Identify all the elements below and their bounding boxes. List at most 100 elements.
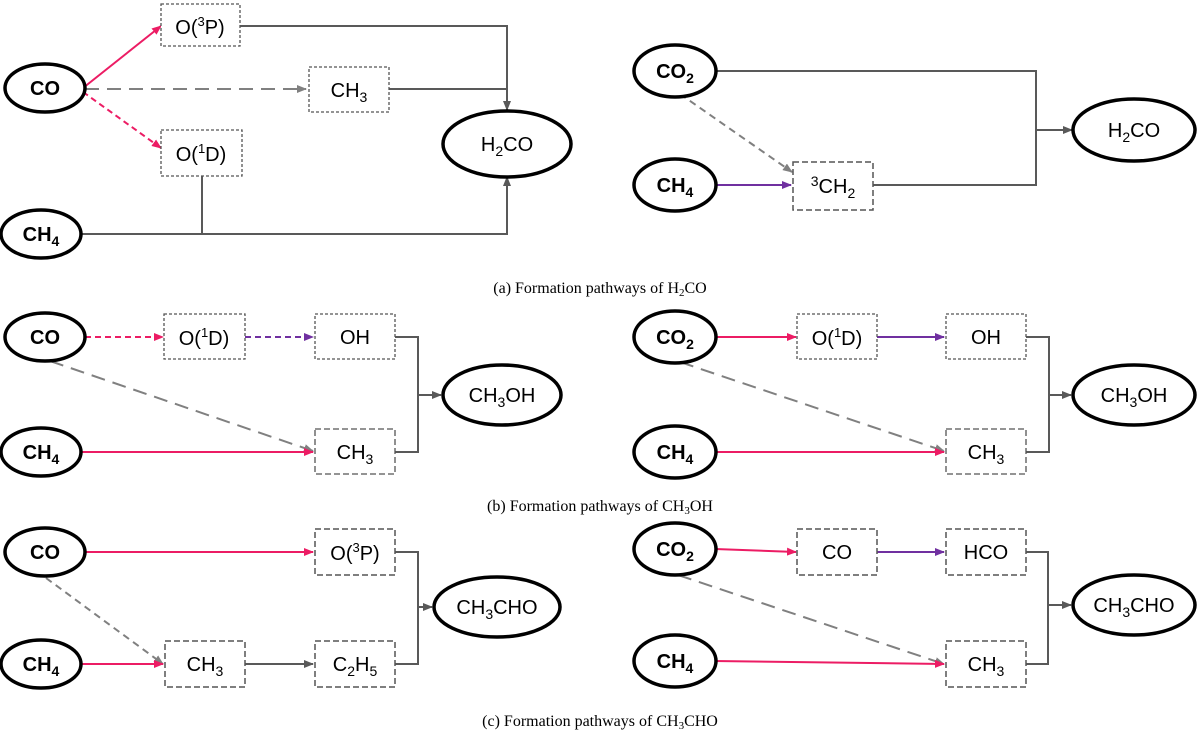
- product-ch3oh-label: CH3OH: [469, 385, 536, 410]
- section-b-right-connectors: [679, 333, 1072, 456]
- caption-b: (b) Formation pathways of CH3OH: [487, 498, 713, 517]
- intermediate-o3p-label: O(3P): [175, 14, 224, 39]
- section-b-left-connectors: [49, 333, 442, 456]
- intermediate-o3p-label: O(3P): [330, 540, 379, 565]
- intermediate-ch3-label: CH3: [968, 654, 1005, 679]
- reactant-ch4-label: CH4: [23, 224, 60, 249]
- section-c-left-connectors: [45, 548, 433, 668]
- caption-c: (c) Formation pathways of CH3CHO: [482, 713, 718, 732]
- intermediate-o1d-label: O(1D): [812, 325, 863, 350]
- reactant-co2-node: [632, 309, 718, 365]
- arrow-co-to-ch3: [45, 577, 164, 665]
- reactant-co-node: [3, 526, 87, 578]
- line-ch4-to-product: [79, 176, 511, 235]
- reactant-co-node: [3, 311, 87, 363]
- section-b-right: CO2 O(1D) OH CH3 CH3OH CH4: [632, 309, 1197, 480]
- intermediate-o1d-label: O(1D): [176, 141, 227, 166]
- intermediate-ch3-box: [164, 640, 246, 688]
- reactant-ch4-node: [632, 633, 718, 689]
- line-ch3-join: [1026, 605, 1049, 665]
- reactant-ch4-node: [0, 638, 83, 690]
- intermediate-ch3-label: CH3: [187, 654, 224, 679]
- intermediate-ch3-box: [945, 640, 1027, 688]
- intermediate-co-label: CO: [822, 542, 852, 564]
- intermediate-3ch2-box: [792, 161, 874, 211]
- intermediate-o1d-box: [160, 129, 243, 177]
- reactant-ch4-node: [0, 208, 83, 260]
- intermediate-oh-label: OH: [971, 327, 1001, 349]
- reactant-ch4-label: CH4: [657, 175, 694, 200]
- product-ch3oh-node: [441, 363, 563, 427]
- reactant-co2-node: [632, 521, 718, 577]
- line-c2h5-join: [395, 607, 419, 665]
- intermediate-hco-label: HCO: [964, 542, 1008, 564]
- intermediate-oh-box: [314, 313, 396, 360]
- intermediate-co-box: [796, 528, 878, 576]
- line-3ch2-join: [873, 130, 1037, 186]
- arrow-co-to-o1d: [82, 91, 162, 149]
- section-b-left: CO O(1D) OH CH3 CH3OH CH4: [0, 311, 563, 478]
- intermediate-3ch2-label: 3CH2: [811, 173, 856, 201]
- reactant-co-label: CO: [30, 327, 60, 349]
- section-a-right-connectors: [679, 70, 1073, 189]
- intermediate-o1d-box: [163, 313, 246, 360]
- product-ch3cho-node: [1071, 573, 1197, 637]
- section-a-left-connectors: [79, 25, 511, 235]
- intermediate-oh-box: [945, 313, 1027, 360]
- reactant-ch4-node: [632, 424, 718, 480]
- product-h2co-label: H2CO: [1108, 120, 1160, 145]
- intermediate-o3p-box: [160, 3, 241, 47]
- section-c-right-connectors: [677, 547, 1072, 668]
- reactant-ch4-node: [0, 426, 83, 478]
- intermediate-ch3-box: [314, 428, 396, 475]
- product-ch3cho-label: CH3CHO: [456, 597, 537, 622]
- line-o3p-to-product: [240, 25, 511, 111]
- intermediate-o1d-box: [796, 313, 878, 360]
- product-ch3cho-label: CH3CHO: [1093, 595, 1174, 620]
- section-c-right: CO2 CO HCO CH3 CH3CHO CH4: [632, 521, 1197, 689]
- product-ch3oh-label: CH3OH: [1101, 385, 1168, 410]
- intermediate-ch3-label: CH3: [331, 80, 368, 105]
- reactant-ch4-label: CH4: [657, 442, 694, 467]
- reactant-co2-node: [632, 43, 718, 99]
- reactant-co-node: [3, 62, 87, 114]
- line-oh-to-product: [395, 336, 442, 399]
- product-h2co-node: [441, 109, 573, 179]
- line-ch3-join: [395, 395, 419, 453]
- intermediate-ch3-label: CH3: [968, 442, 1005, 467]
- reactant-co-label: CO: [30, 78, 60, 100]
- reactant-co2-label: CO2: [656, 327, 694, 352]
- intermediate-ch3-label: CH3: [337, 442, 374, 467]
- line-o3p-to-product: [395, 551, 433, 611]
- intermediate-hco-box: [945, 528, 1027, 576]
- reactant-ch4-label: CH4: [657, 651, 694, 676]
- product-ch3cho-node: [432, 575, 562, 639]
- intermediate-ch3-box: [308, 66, 390, 113]
- section-a-right: CO2 CH4 3CH2 H2CO: [632, 43, 1197, 213]
- arrow-co2-to-co: [714, 547, 797, 556]
- intermediate-oh-label: OH: [340, 327, 370, 349]
- arrow-co2-to-3ch2: [679, 93, 793, 173]
- intermediate-o1d-label: O(1D): [179, 325, 230, 350]
- reactant-ch4-node: [632, 157, 718, 213]
- line-oh-to-product: [1026, 336, 1072, 399]
- reactant-co-label: CO: [30, 542, 60, 564]
- section-c-left: CO O(3P) CH3 C2H5 CH3CHO CH4: [0, 526, 562, 690]
- product-h2co-label: H2CO: [481, 134, 533, 159]
- arrow-co2-to-ch3: [677, 574, 945, 665]
- reactant-ch4-label: CH4: [23, 654, 60, 679]
- intermediate-c2h5-label: C2H5: [333, 654, 378, 679]
- reactant-ch4-label: CH4: [23, 442, 60, 467]
- arrow-ch4-to-ch3: [713, 659, 945, 668]
- line-ch3-join: [1026, 395, 1050, 453]
- section-a-left: CO O(3P) CH3 O(1D) H2CO CH4: [0, 3, 573, 260]
- arrow-co-to-ch3: [49, 360, 314, 452]
- product-ch3oh-node: [1071, 363, 1197, 427]
- arrow-co-to-o3p: [82, 25, 162, 89]
- intermediate-c2h5-box: [314, 640, 396, 688]
- caption-a: (a) Formation pathways of H2CO: [493, 280, 706, 299]
- arrow-co2-to-ch3: [679, 361, 945, 452]
- reactant-co2-label: CO2: [656, 539, 694, 564]
- reactant-co2-label: CO2: [656, 61, 694, 86]
